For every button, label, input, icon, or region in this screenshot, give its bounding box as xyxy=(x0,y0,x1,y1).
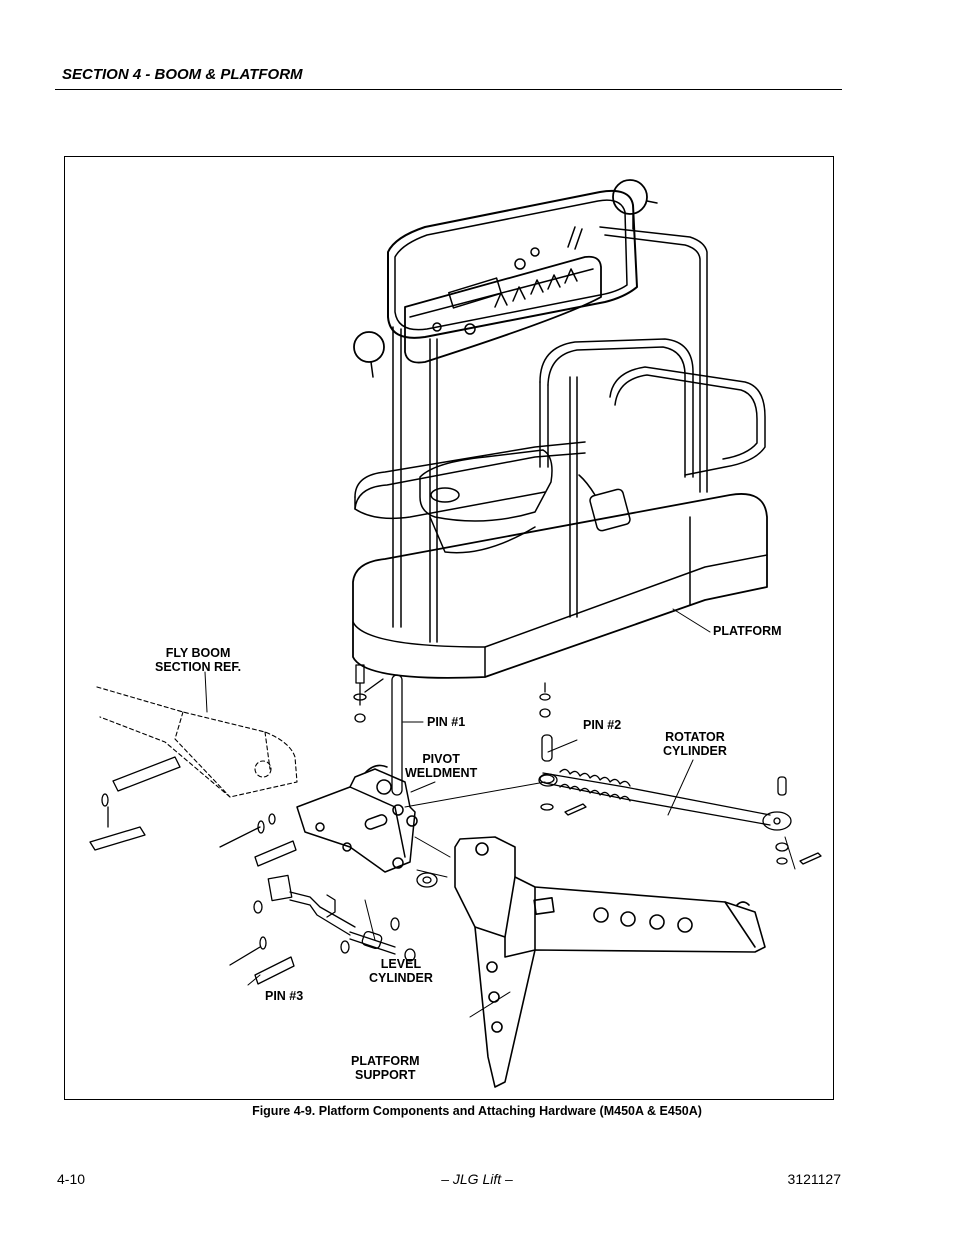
label-pivot-line2: WELDMENT xyxy=(405,766,478,780)
leader-lines xyxy=(204,608,796,1018)
fly-boom-section xyxy=(96,686,298,798)
page-number: 4-10 xyxy=(57,1171,86,1187)
label-rotator-line1: ROTATOR xyxy=(665,730,725,744)
label-pin1: PIN #1 xyxy=(427,715,466,729)
label-fly-boom-line2: SECTION REF. xyxy=(155,660,242,674)
footer-center: – JLG Lift – xyxy=(441,1171,513,1187)
label-support-line2: SUPPORT xyxy=(355,1068,416,1082)
pivot-weldment xyxy=(296,764,418,873)
label-pivot-line1: PIVOT xyxy=(422,752,460,766)
label-platform: PLATFORM xyxy=(713,624,782,638)
platform-components-drawing xyxy=(89,179,822,1088)
document-number: 3121127 xyxy=(787,1171,841,1187)
label-pivot-weldment: PIVOT WELDMENT xyxy=(405,752,477,780)
platform-support xyxy=(454,836,766,1088)
pins-and-hardware xyxy=(89,664,822,985)
label-pin3: PIN #3 xyxy=(265,989,304,1003)
label-pin2: PIN #2 xyxy=(583,718,622,732)
label-rotator-line2: CYLINDER xyxy=(663,744,727,758)
label-support-line1: PLATFORM xyxy=(351,1054,420,1068)
figure-caption: Figure 4-9. Platform Components and Atta… xyxy=(252,1104,702,1118)
label-level-line1: LEVEL xyxy=(380,957,422,971)
header-rule xyxy=(55,89,842,90)
label-rotator-cylinder: ROTATOR CYLINDER xyxy=(663,730,727,758)
label-platform-support: PLATFORM SUPPORT xyxy=(351,1054,420,1082)
section-title: SECTION 4 - BOOM & PLATFORM xyxy=(62,66,303,83)
label-level-line2: CYLINDER xyxy=(369,971,433,985)
label-level-cylinder: LEVEL CYLINDER xyxy=(369,957,433,985)
label-fly-boom-line1: FLY BOOM xyxy=(165,646,231,660)
platform-basket xyxy=(352,179,768,679)
label-fly-boom: FLY BOOM SECTION REF. xyxy=(155,646,241,674)
figure-frame: PLATFORM FLY BOOM SECTION REF. PIN #1 PI… xyxy=(64,156,834,1100)
